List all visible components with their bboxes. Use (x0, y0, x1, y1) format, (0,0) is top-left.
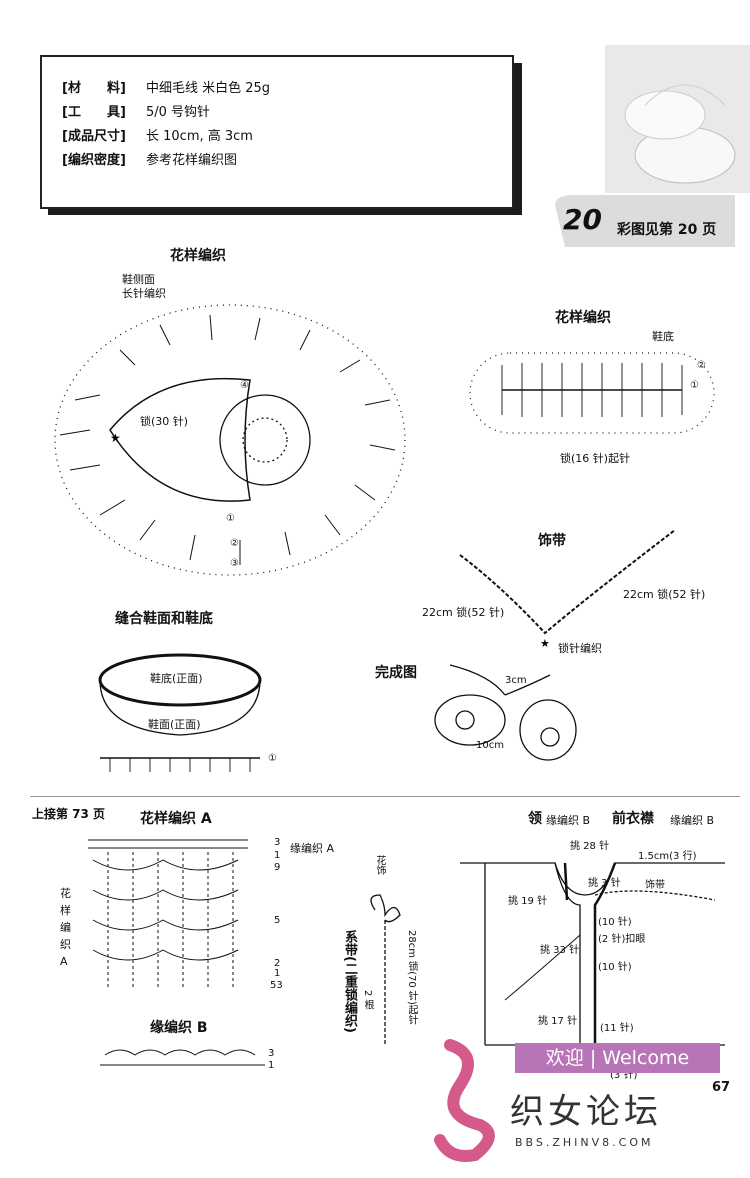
forum-url: BBS.ZHINV8.COM (515, 1136, 654, 1149)
row-number: 53 (270, 980, 283, 991)
spec-row: [编织密度]参考花样编织图 (62, 153, 238, 168)
front-band-title: 前衣襟 (612, 811, 654, 827)
row-number: 2 (274, 958, 281, 969)
spec-box: [材 料]中细毛线 米白色 25g [工 具]5/0 号钩针 [成品尺寸]长 1… (40, 55, 514, 209)
sew-bottom-label: 鞋面(正面) (148, 718, 201, 731)
pattern-badge (555, 195, 735, 247)
sole-label: 鞋底 (652, 330, 674, 343)
collar-subtitle: 缘编织 B (546, 814, 591, 827)
welcome-banner: 欢迎 | Welcome (515, 1043, 720, 1073)
strap-bottom-label: 锁针编织 (558, 642, 602, 655)
forum-name: 织女论坛 (510, 1092, 662, 1132)
row-number: 5 (274, 915, 281, 926)
row-number: 1 (274, 850, 281, 861)
collar-title: 领 (528, 811, 542, 827)
row-number: 1 (268, 1060, 275, 1071)
svg-text:★: ★ (110, 431, 121, 445)
round-marker: ① (268, 753, 277, 764)
row-number: 1 (274, 968, 281, 979)
round-marker: ① (226, 513, 235, 524)
spec-row: [材 料]中细毛线 米白色 25g (62, 81, 271, 96)
collar-label: 挑 33 针 (540, 945, 580, 956)
upper-chain-label: 锁(30 针) (140, 415, 189, 428)
upper-pattern-title: 花样编织 (170, 248, 226, 264)
round-marker: ② (230, 538, 239, 549)
product-photo (605, 45, 750, 193)
round-marker: ② (697, 360, 706, 371)
tie-label: 系带(二重锁编织) (342, 930, 357, 1033)
round-marker: ④ (240, 380, 249, 391)
tie-diagram (370, 894, 401, 1045)
upper-side-label: 鞋侧面 长针编织 (122, 273, 166, 300)
tie-count-label: 2 根 (362, 990, 373, 1010)
forum-logo-icon (434, 1039, 495, 1162)
row-number: 9 (274, 862, 281, 873)
row-number: 3 (268, 1048, 275, 1059)
finished-height-label: 3cm (505, 675, 527, 686)
collar-label: 挑 17 针 (538, 1016, 578, 1027)
sew-title: 缝合鞋面和鞋底 (115, 611, 213, 627)
finished-diagram (434, 664, 577, 761)
finished-length-label: 10cm (476, 740, 504, 751)
continued-label: 上接第 73 页 (32, 807, 106, 821)
strap-right-label: 22cm 锁(52 针) (623, 588, 706, 601)
upper-crochet-chart: ★ (54, 304, 406, 576)
collar-label: 挑 3 针 (588, 878, 621, 889)
round-marker: ③ (230, 558, 239, 569)
svg-text:★: ★ (540, 637, 550, 650)
collar-label: 1.5cm(3 行) (638, 851, 697, 862)
sole-crochet-chart (469, 352, 715, 434)
tie-chain-label: 28cm 锁(70 针)起针 (406, 930, 417, 1025)
edge-b-title: 缘编织 B (150, 1020, 208, 1036)
pattern-a-title: 花样编织 A (140, 811, 212, 827)
edge-b-chart (100, 1049, 265, 1066)
collar-label: (3 针) (610, 1070, 638, 1081)
pattern-a-side-label: 花 样 编 织 A (60, 887, 71, 968)
pattern-a-chart (88, 839, 248, 990)
strap-title: 饰带 (538, 533, 566, 549)
spec-row: [工 具]5/0 号钩针 (62, 105, 211, 120)
sole-start-label: 锁(16 针)起针 (560, 452, 631, 465)
color-page-ref: 彩图见第 20 页 (617, 222, 717, 238)
section-divider (30, 796, 740, 797)
collar-label: 挑 19 针 (508, 896, 548, 907)
collar-label: (11 针) (600, 1023, 634, 1034)
front-band-subtitle: 缘编织 B (670, 814, 715, 827)
collar-label: 饰带 (645, 880, 665, 891)
sew-diagram (98, 653, 262, 772)
collar-label: (10 针) (598, 917, 632, 928)
sole-pattern-title: 花样编织 (555, 310, 611, 326)
strap-left-label: 22cm 锁(52 针) (422, 606, 505, 619)
collar-label: (2 针)扣眼 (598, 934, 646, 945)
strap-diagram: ★ (459, 529, 676, 650)
border-a-label: 缘编织 A (290, 842, 335, 855)
round-marker: ① (690, 380, 699, 391)
page-number: 67 (712, 1080, 731, 1095)
pattern-number: 20 (563, 203, 602, 236)
collar-label: 挑 28 针 (570, 841, 610, 852)
collar-label: (10 针) (598, 962, 632, 973)
flower-label: 花饰 (374, 855, 385, 875)
finished-title: 完成图 (375, 665, 417, 681)
sew-top-label: 鞋底(正面) (150, 672, 203, 685)
bootie-photo-illustration (624, 84, 736, 184)
spec-row: [成品尺寸]长 10cm, 高 3cm (62, 129, 253, 144)
row-number: 3 (274, 837, 281, 848)
